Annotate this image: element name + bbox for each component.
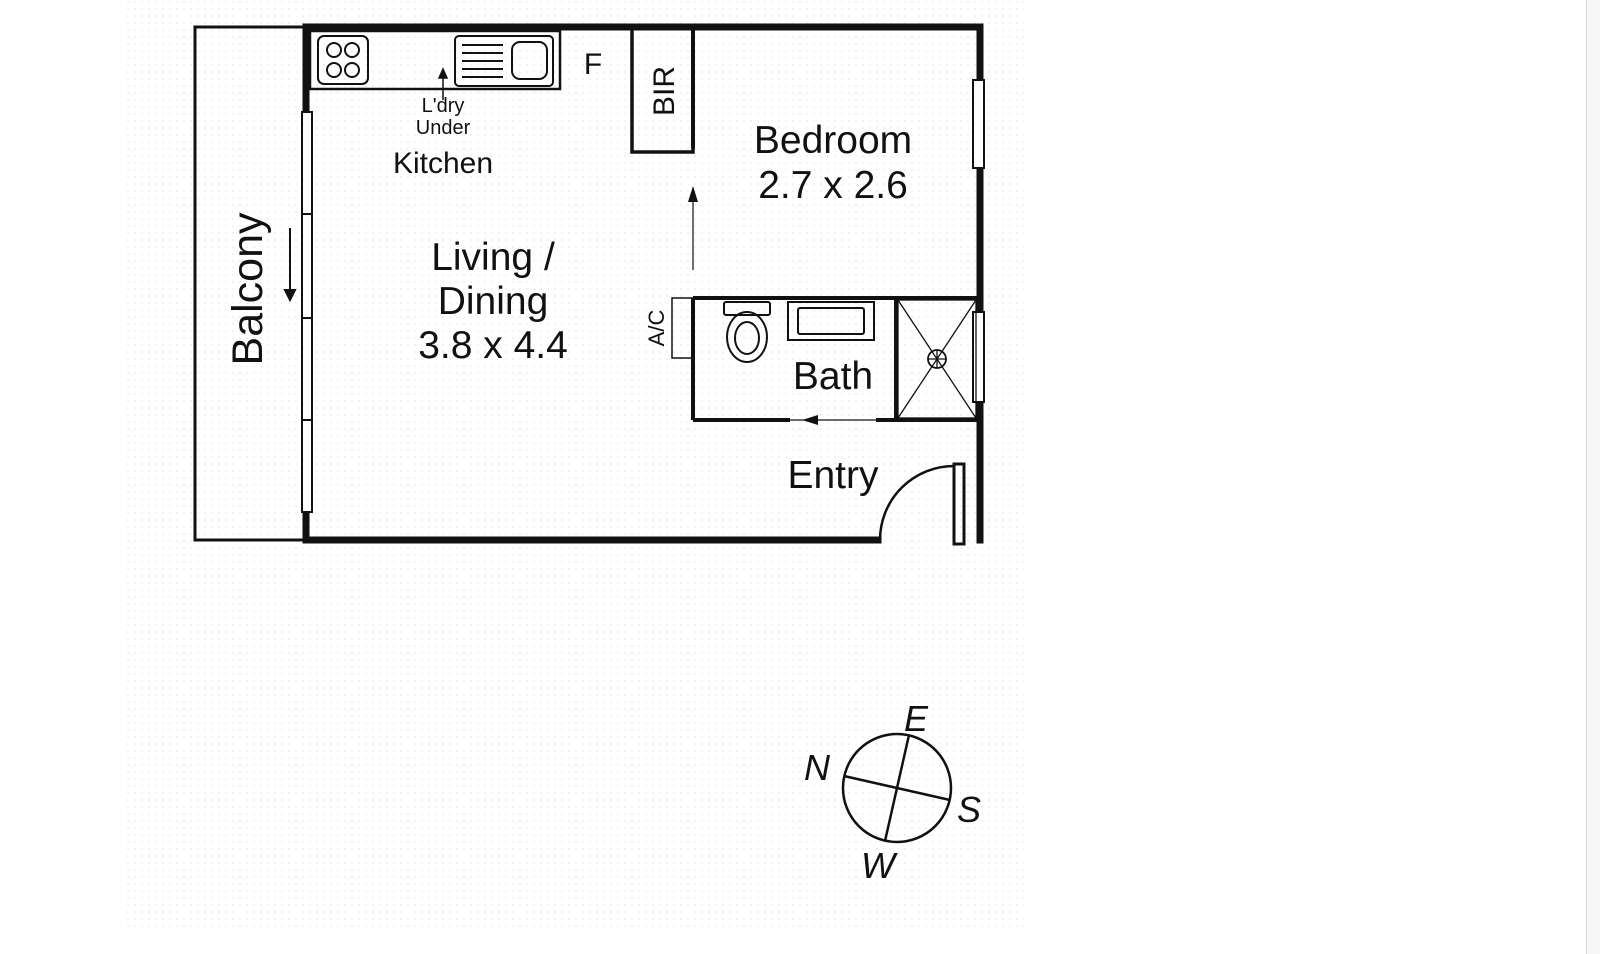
balcony-area [193, 25, 306, 542]
balcony-sliding-door [301, 111, 313, 513]
plan-background [122, 0, 1024, 930]
window-icon [972, 79, 985, 403]
ac-unit-icon [671, 297, 694, 359]
entry-door [878, 464, 956, 541]
bath-label: Bath [793, 355, 873, 398]
bath-door-arrow-icon [802, 415, 818, 425]
fridge-label: F [584, 48, 602, 81]
bedroom-label: Bedroom [754, 119, 912, 162]
compass-rose [841, 732, 953, 844]
compass-north: N [804, 747, 831, 788]
compass-west: W [861, 845, 898, 886]
dining-label: Dining [438, 280, 549, 323]
bedroom-size: 2.7 x 2.6 [758, 164, 908, 207]
kitchen-bench [308, 29, 562, 91]
ac-label: A/C [644, 310, 669, 347]
living-label: Living / [431, 236, 555, 279]
sliding-arrow-icon [283, 228, 297, 303]
laundry-arrow-icon [437, 67, 449, 100]
living-size: 3.8 x 4.4 [418, 324, 568, 367]
sink-icon [454, 35, 554, 87]
bedroom-door-arrow-icon [688, 186, 698, 202]
bir-label: BIR [648, 66, 681, 116]
compass-south: S [957, 789, 981, 830]
entry-label: Entry [787, 454, 879, 497]
compass-east: E [904, 698, 929, 739]
laundry-label: L'dry [422, 95, 465, 117]
vanity-icon [787, 301, 875, 341]
laundry-under-label: Under [416, 117, 471, 139]
vertical-scrollbar[interactable] [1586, 0, 1600, 954]
shower-icon [897, 299, 977, 419]
kitchen-label: Kitchen [393, 147, 493, 180]
toilet-icon [723, 301, 771, 363]
balcony-label: Balcony [224, 212, 272, 365]
cooktop-icon [317, 35, 369, 85]
